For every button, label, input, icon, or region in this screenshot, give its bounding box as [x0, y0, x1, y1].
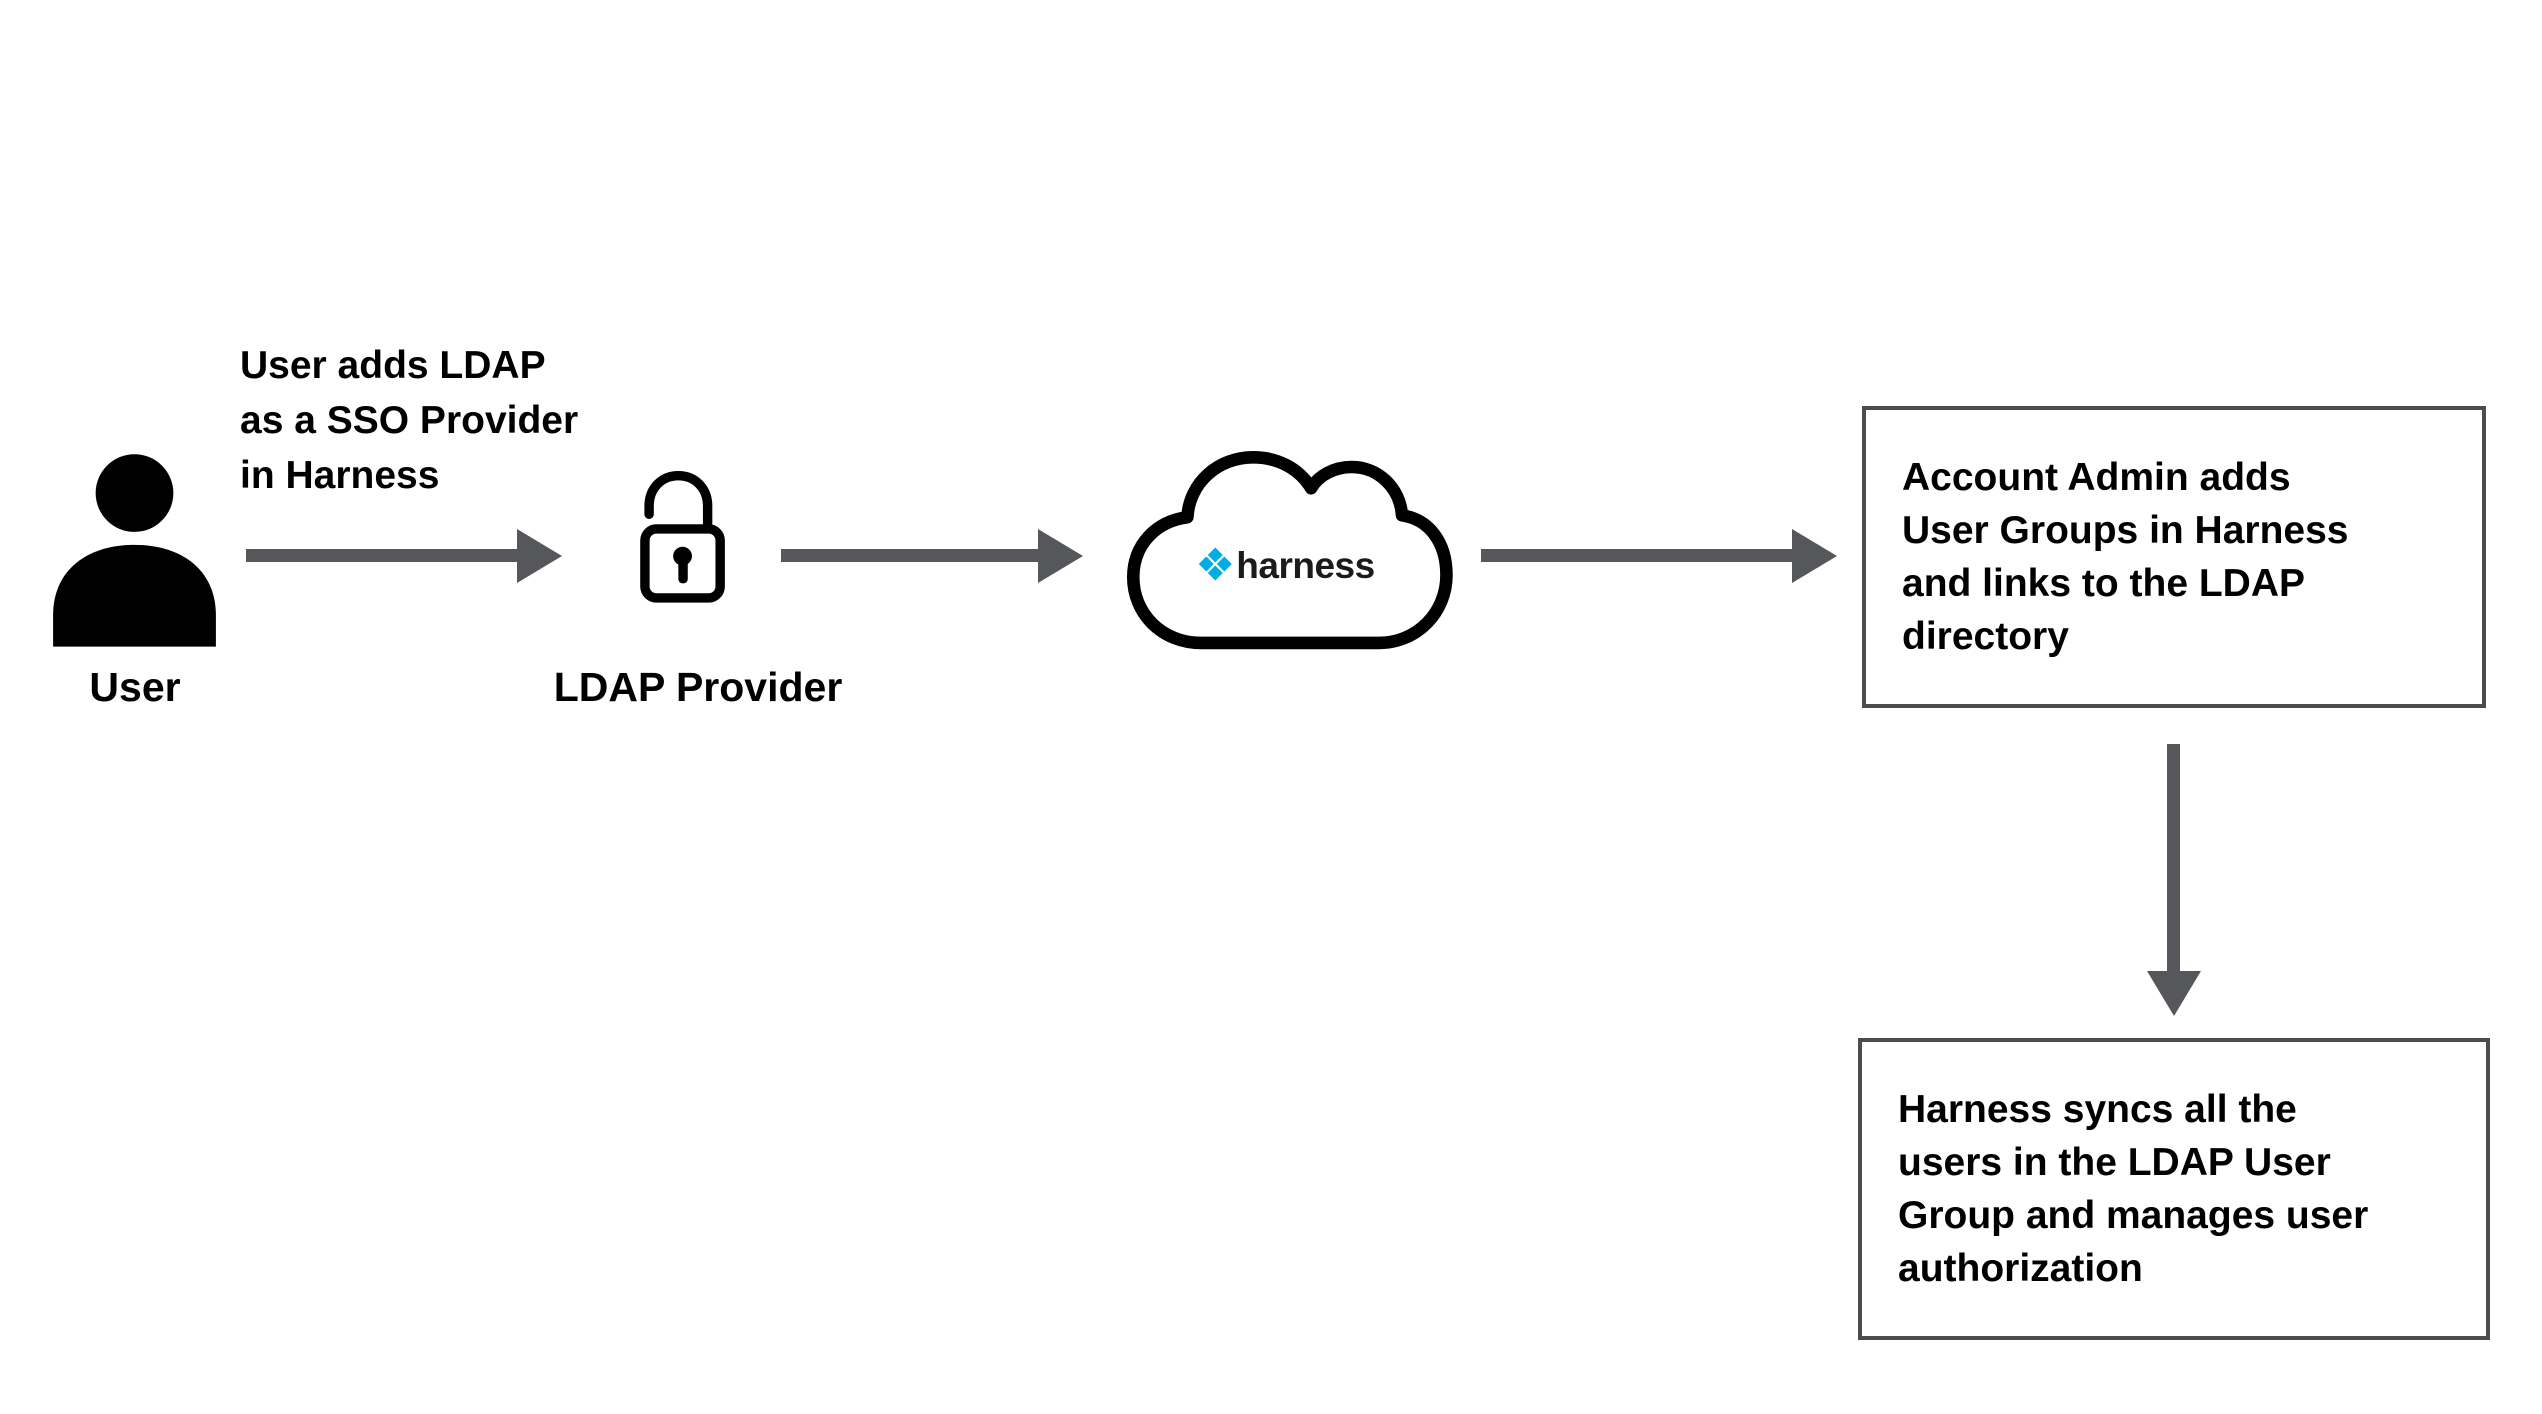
user-node-label: User: [89, 664, 181, 710]
harness-logo-text: harness: [1236, 545, 1375, 586]
sync-box-line-1: Harness syncs all the: [1898, 1088, 2297, 1131]
sync-box-line-3: Group and manages user: [1898, 1194, 2369, 1237]
admin-box-line-1: Account Admin adds: [1902, 456, 2291, 499]
arrow-ldap-to-cloud: [781, 549, 1039, 562]
harness-sync-box: Harness syncs all the users in the LDAP …: [1858, 1038, 2490, 1340]
annotation-line-2: as a SSO Provider: [240, 399, 579, 442]
user-node: [42, 452, 227, 652]
admin-box-line-3: and links to the LDAP: [1902, 562, 2306, 605]
ldap-provider-label: LDAP Provider: [553, 664, 843, 710]
harness-logo-icon: [1197, 546, 1233, 587]
annotation-line-3: in Harness: [240, 454, 440, 497]
arrow-cloud-to-admin-box: [1481, 549, 1793, 562]
admin-box-line-4: directory: [1902, 615, 2069, 658]
cloud-icon: [1112, 451, 1460, 684]
arrow-admin-to-sync-box: [2167, 744, 2180, 972]
annotation-line-1: User adds LDAP: [240, 344, 546, 387]
harness-cloud-node: harness: [1112, 428, 1460, 680]
sync-box-line-2: users in the LDAP User: [1898, 1141, 2331, 1184]
ldap-provider-node: [624, 460, 739, 627]
padlock-open-icon: [624, 470, 739, 626]
arrow-user-to-ldap: [246, 549, 518, 562]
sync-box-line-4: authorization: [1898, 1247, 2143, 1290]
annotation-user-adds-ldap: User adds LDAP as a SSO Provider in Harn…: [240, 338, 578, 503]
person-icon: [42, 454, 227, 651]
admin-adds-groups-box: Account Admin adds User Groups in Harnes…: [1862, 406, 2486, 708]
admin-box-line-2: User Groups in Harness: [1902, 509, 2349, 552]
harness-logo: harness: [1197, 545, 1375, 587]
